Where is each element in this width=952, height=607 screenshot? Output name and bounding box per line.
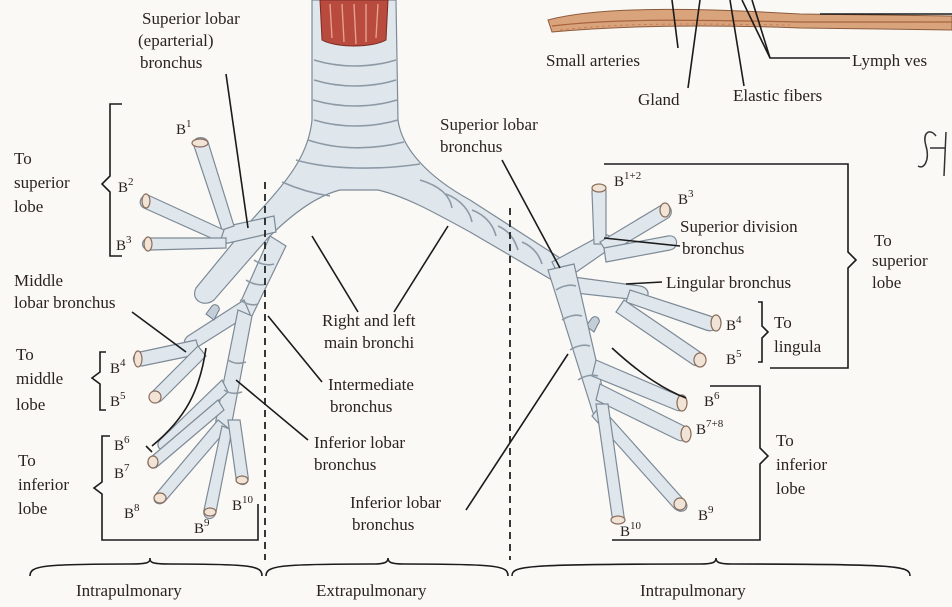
svg-text:(eparterial): (eparterial) xyxy=(138,31,214,50)
svg-text:lobe: lobe xyxy=(18,499,47,518)
segment-b2-right: B2 xyxy=(118,176,134,196)
label-to-lingula: To lingula xyxy=(774,313,822,356)
lymph-vessels-label: Lymph ves xyxy=(852,51,927,70)
label-intermediate-bronchus: Intermediate bronchus xyxy=(328,375,414,416)
segment-b12-left: B1+2 xyxy=(614,170,641,190)
svg-text:Superior lobar: Superior lobar xyxy=(142,9,240,28)
label-intrapulmonary-right: Intrapulmonary xyxy=(640,581,746,600)
svg-text:bronchus: bronchus xyxy=(352,515,414,534)
gland-label: Gland xyxy=(638,90,680,109)
segment-b8-right: B8 xyxy=(124,502,140,522)
svg-text:To: To xyxy=(16,345,34,364)
svg-text:To: To xyxy=(14,149,32,168)
segment-b6-left: B6 xyxy=(704,390,720,410)
segment-b3-right: B3 xyxy=(116,234,132,254)
segment-b9-left: B9 xyxy=(698,504,714,524)
svg-text:bronchus: bronchus xyxy=(314,455,376,474)
artist-signature xyxy=(918,132,946,176)
label-to-middle-lobe: To middle lobe xyxy=(16,345,63,414)
label-superior-division-bronchus: Superior division bronchus xyxy=(680,217,798,258)
label-inferior-lobar-right: Inferior lobar bronchus xyxy=(314,433,405,474)
label-middle-lobar-bronchus: Middle lobar bronchus xyxy=(14,271,116,312)
label-inferior-lobar-left: Inferior lobar bronchus xyxy=(350,493,441,534)
label-to-inferior-lobe-right: To inferior lobe xyxy=(18,451,69,518)
label-lingular-bronchus: Lingular bronchus xyxy=(666,273,791,292)
mucosa-section xyxy=(548,9,952,32)
segment-b4-right: B4 xyxy=(110,357,126,377)
svg-text:inferior: inferior xyxy=(18,475,69,494)
svg-text:Middle: Middle xyxy=(14,271,63,290)
label-superior-lobar-eparterial: Superior lobar (eparterial) bronchus xyxy=(138,9,240,72)
label-superior-lobar-left: Superior lobar bronchus xyxy=(440,115,538,156)
segment-b78-left: B7+8 xyxy=(696,418,724,438)
elastic-fibers-label: Elastic fibers xyxy=(733,86,822,105)
small-arteries-label: Small arteries xyxy=(546,51,640,70)
svg-text:lingula: lingula xyxy=(774,337,822,356)
segment-b5-right: B5 xyxy=(110,390,126,410)
svg-text:bronchus: bronchus xyxy=(682,239,744,258)
svg-text:To: To xyxy=(776,431,794,450)
svg-text:Intermediate: Intermediate xyxy=(328,375,414,394)
label-to-superior-lobe-right: To superior lobe xyxy=(14,149,70,216)
svg-text:Right and left: Right and left xyxy=(322,311,416,330)
svg-text:lobe: lobe xyxy=(16,395,45,414)
segment-b1-right: B1 xyxy=(176,118,192,138)
segment-b4-left: B4 xyxy=(726,314,742,334)
svg-text:bronchus: bronchus xyxy=(440,137,502,156)
svg-text:main bronchi: main bronchi xyxy=(324,333,414,352)
svg-text:Superior lobar: Superior lobar xyxy=(440,115,538,134)
svg-text:bronchus: bronchus xyxy=(330,397,392,416)
right-bronchial-tree xyxy=(133,138,286,519)
segment-b10-right: B10 xyxy=(232,494,254,514)
label-extrapulmonary: Extrapulmonary xyxy=(316,581,427,600)
segment-b3-left: B3 xyxy=(678,188,694,208)
label-right-left-main-bronchi: Right and left main bronchi xyxy=(322,311,416,352)
svg-text:Inferior lobar: Inferior lobar xyxy=(350,493,441,512)
svg-text:To: To xyxy=(774,313,792,332)
svg-text:lobe: lobe xyxy=(872,273,901,292)
svg-text:To: To xyxy=(18,451,36,470)
svg-text:inferior: inferior xyxy=(776,455,827,474)
svg-text:Superior division: Superior division xyxy=(680,217,798,236)
label-to-inferior-lobe-left: To inferior lobe xyxy=(776,431,827,498)
segment-b5-left: B5 xyxy=(726,348,742,368)
svg-text:To: To xyxy=(874,231,892,250)
segment-b6-right: B6 xyxy=(114,434,130,454)
svg-text:lobe: lobe xyxy=(776,479,805,498)
segment-b7-right: B7 xyxy=(114,462,130,482)
label-intrapulmonary-left: Intrapulmonary xyxy=(76,581,182,600)
svg-text:middle: middle xyxy=(16,369,63,388)
svg-text:bronchus: bronchus xyxy=(140,53,202,72)
svg-text:Inferior lobar: Inferior lobar xyxy=(314,433,405,452)
svg-text:lobe: lobe xyxy=(14,197,43,216)
svg-text:superior: superior xyxy=(872,251,928,270)
svg-text:superior: superior xyxy=(14,173,70,192)
svg-text:lobar bronchus: lobar bronchus xyxy=(14,293,116,312)
label-to-superior-lobe-left: To superior lobe xyxy=(872,231,928,292)
segment-b9-right: B9 xyxy=(194,517,210,537)
